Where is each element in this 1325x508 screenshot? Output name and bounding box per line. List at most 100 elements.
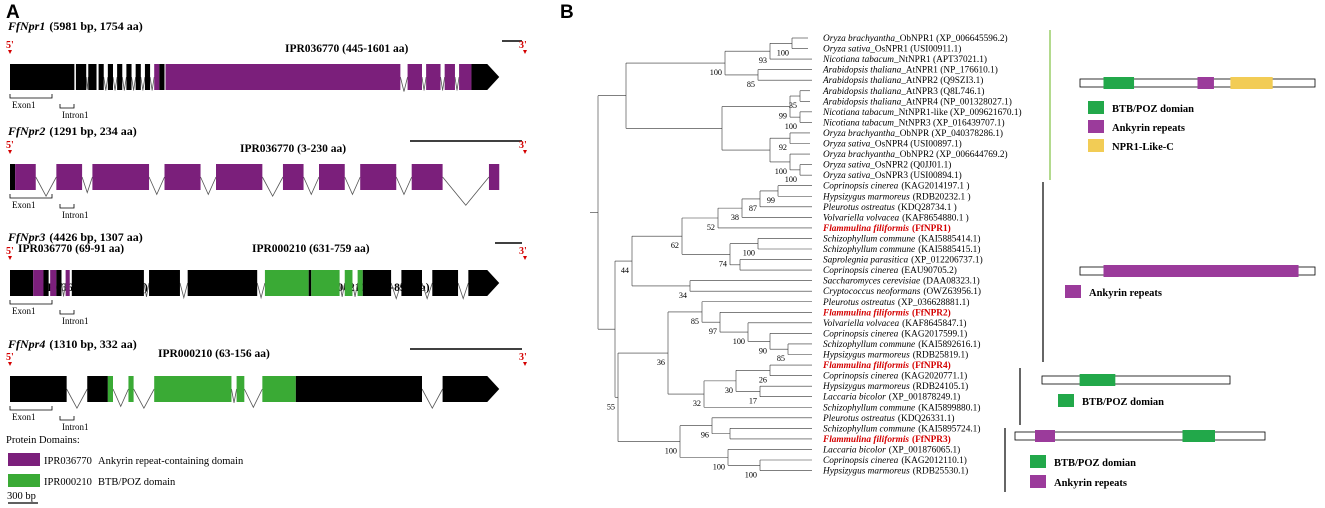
taxon-label: Nicotiana tabacum_NtNPR1 (APT37021.1) xyxy=(822,54,987,65)
legend-desc: Ankyrin repeat-containing domain xyxy=(98,456,244,467)
domain-block xyxy=(360,164,397,190)
taxon-genus: Laccaria bicolor xyxy=(822,393,886,403)
exon-label: Exon1 xyxy=(12,100,36,110)
intron-line xyxy=(421,282,433,300)
exon-block xyxy=(10,376,67,402)
taxon-accession: _ObNPR1 (XP_006645596.2) xyxy=(894,33,1008,44)
five-prime-label: 5' xyxy=(6,40,14,51)
taxon-accession: _NtNPR3 (XP_016439707.1) xyxy=(893,117,1005,128)
taxon-accession: (EAU90705.2) xyxy=(901,265,957,276)
intron-line xyxy=(390,282,402,300)
taxon-genus: Coprinopsis cinerea xyxy=(823,372,899,382)
exon-block xyxy=(135,64,141,90)
gene-name: FfNpr2 xyxy=(7,124,45,138)
taxon-genus: Oryza sativa xyxy=(823,171,871,181)
taxon-genus: Hypsizygus marmoreus xyxy=(822,192,910,202)
taxon-accession: (XP_001876065.1) xyxy=(889,444,961,455)
taxon-accession: (DAA08323.1) xyxy=(923,276,980,287)
domain-block xyxy=(50,270,57,296)
taxon-label: Coprinopsis cinerea(KAG2020771.1) xyxy=(823,371,967,382)
taxon-accession: (KAI5895724.1) xyxy=(918,423,980,434)
domain-label: IPR036770 (445-1601 aa) xyxy=(285,43,408,55)
taxon-accession: (KAI5899880.1) xyxy=(918,402,980,413)
gene-title: FfNpr4(1310 bp, 332 aa) xyxy=(7,337,137,351)
bootstrap-value: 26 xyxy=(759,375,767,384)
bootstrap-value: 62 xyxy=(671,241,679,250)
taxon-genus: Oryza brachyantha xyxy=(823,34,895,44)
intron-line xyxy=(442,176,490,206)
taxon-genus: Flammulina filiformis xyxy=(822,308,909,318)
taxon-label: Laccaria bicolor(XP_001878249.1) xyxy=(822,392,960,403)
bootstrap-value: 100 xyxy=(733,337,745,346)
bootstrap-value: 99 xyxy=(767,196,775,205)
taxon-label: Oryza sativa_OsNPR3 (USI00894.1) xyxy=(823,170,962,181)
domain-block xyxy=(282,164,304,190)
taxon-genus: Saccharomyces cerevisiae xyxy=(823,277,920,287)
protein-domain-block xyxy=(1035,430,1055,442)
legend-swatch xyxy=(8,453,40,466)
tree-legend-swatch xyxy=(1065,285,1081,298)
taxon-accession: (KDQ28734.1 ) xyxy=(898,202,957,213)
three-prime-marker xyxy=(523,150,527,154)
taxon-label: Arabidopsis thaliana_AtNPR1 (NP_176610.1… xyxy=(822,65,998,76)
taxon-label: Oryza sativa_OsNPR2 (Q0JJ01.1) xyxy=(823,160,951,171)
intron-line xyxy=(454,76,460,91)
taxon-accession: (XP_012206737.1) xyxy=(911,255,983,266)
taxon-label: Oryza brachyantha_ObNPR (XP_040378286.1) xyxy=(823,128,1003,139)
three-prime-label: 3' xyxy=(519,352,527,363)
bootstrap-value: 93 xyxy=(759,56,767,65)
protein-domain-block xyxy=(1103,77,1135,89)
intron-line xyxy=(66,388,88,410)
legend-code: IPR036770 xyxy=(44,456,92,467)
five-prime-marker xyxy=(8,362,12,366)
bootstrap-value: 100 xyxy=(665,447,677,456)
taxon-label: Schizophyllum commune(KAI5899880.1) xyxy=(823,402,980,413)
taxon-label: Schizophyllum commune(KAI5895724.1) xyxy=(823,423,980,434)
domain-block xyxy=(128,376,134,402)
bootstrap-value: 55 xyxy=(607,402,615,411)
bootstrap-value: 100 xyxy=(777,48,789,57)
taxon-label: Flammulina filiformis(FfNPR3) xyxy=(822,434,951,445)
exon-block xyxy=(308,270,312,296)
exon-block xyxy=(43,270,49,296)
panel-a-letter: A xyxy=(6,2,20,23)
intron-line xyxy=(256,282,266,300)
bootstrap-value: 100 xyxy=(785,175,797,184)
intron-line xyxy=(112,76,118,91)
exon-block xyxy=(107,64,113,90)
exon-block xyxy=(75,64,87,90)
taxon-genus: Schizophyllum commune xyxy=(823,424,915,434)
tree-legend-label: Ankyrin repeats xyxy=(1089,288,1162,299)
protein-domain-block xyxy=(1079,374,1116,386)
exon-block xyxy=(87,376,108,402)
bootstrap-value: 90 xyxy=(759,346,767,355)
taxon-accession: _ObNPR (XP_040378286.1) xyxy=(894,128,1003,139)
taxon-label: Hypsizygus marmoreus(RDB20232.1 ) xyxy=(822,191,971,202)
taxon-accession: (KDQ26331.1) xyxy=(898,413,955,424)
gene-name: FfNpr1 xyxy=(7,19,45,33)
exon-block xyxy=(295,376,422,402)
bootstrap-value: 35 xyxy=(789,101,797,110)
exon-block xyxy=(159,64,165,90)
taxon-label: Hypsizygus marmoreus(RDB25530.1) xyxy=(822,466,968,477)
exon-label: Exon1 xyxy=(12,306,36,316)
domain-block xyxy=(311,270,340,296)
taxon-label: Oryza brachyantha_ObNPR2 (XP_006644769.2… xyxy=(823,149,1008,160)
taxon-genus: Coprinopsis cinerea xyxy=(823,182,899,192)
three-prime-label: 3' xyxy=(519,246,527,257)
taxon-accession: (RDB25530.1) xyxy=(913,466,969,477)
exon-block xyxy=(71,270,144,296)
protein-domain-block xyxy=(1230,77,1273,89)
taxon-genus: Schizophyllum commune xyxy=(823,234,915,244)
taxon-genus: Arabidopsis thaliana xyxy=(822,97,902,107)
taxon-accession: (RDB25819.1) xyxy=(913,350,969,361)
taxon-label: Pleurotus ostreatus(XP_036628881.1) xyxy=(822,297,969,308)
legend-title: Protein Domains: xyxy=(6,435,80,446)
exon-block xyxy=(117,64,123,90)
intron-line xyxy=(143,282,150,297)
taxon-label: Flammulina filiformis(FfNPR4) xyxy=(822,360,951,371)
tree-legend-swatch xyxy=(1058,394,1074,407)
taxon-accession: (XP_001878249.1) xyxy=(889,392,961,403)
intron-line xyxy=(344,176,361,196)
taxon-genus: Coprinopsis cinerea xyxy=(823,266,899,276)
